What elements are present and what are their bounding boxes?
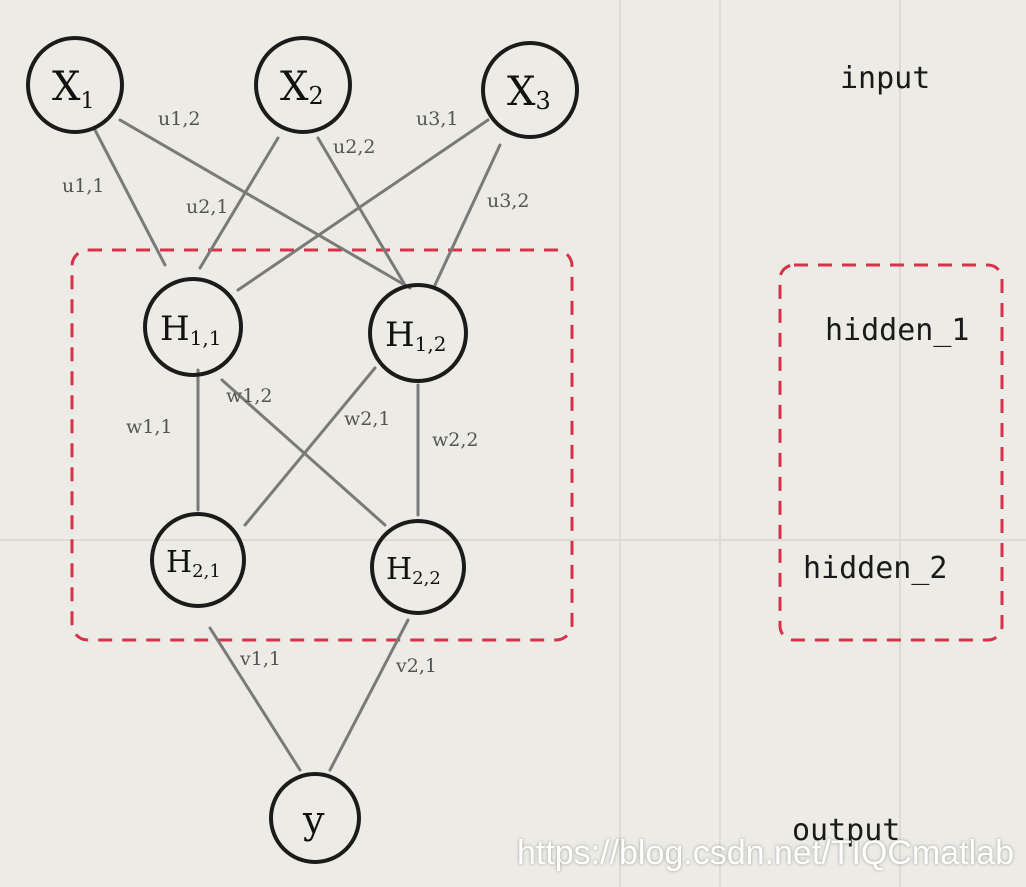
node-h12 [368, 283, 468, 383]
edge-x3-h11 [236, 118, 490, 292]
edge-x2-h12 [316, 136, 407, 287]
node-x3 [481, 41, 579, 139]
layer-label-hidden-1: hidden_1 [825, 313, 970, 348]
weight-w12: w1,2 [226, 385, 272, 407]
weight-u11: u1,1 [62, 175, 104, 197]
node-x2-label: X2 [280, 64, 324, 110]
node-x1 [26, 36, 124, 134]
edge-h12-h21 [243, 366, 377, 527]
node-h12-label: H1,2 [385, 315, 446, 356]
node-y-label: y [302, 798, 325, 842]
nodes [26, 36, 579, 864]
watermark-url: https://blog.csdn.net/TIQCmatlab [516, 834, 1014, 872]
layer-label-hidden-2: hidden_2 [803, 551, 948, 586]
weight-v21: v2,1 [395, 655, 437, 677]
node-h11 [143, 277, 243, 377]
weight-w21: w2,1 [344, 408, 390, 430]
hidden-layers-box [70, 248, 574, 642]
node-h21 [150, 512, 246, 608]
weight-u12: u1,2 [158, 108, 200, 130]
edge-x2-h11 [198, 136, 280, 270]
edge-h21-y [208, 626, 302, 772]
node-x3-label: X3 [507, 69, 551, 115]
layer-label-output: output [792, 813, 900, 848]
weight-w22: w2,2 [432, 429, 478, 451]
weight-u32: u3,2 [487, 190, 529, 212]
weight-w11: w1,1 [126, 416, 172, 438]
edge-x3-h12 [433, 143, 502, 287]
node-x1-label: X1 [52, 64, 94, 114]
node-h22-label: H2,2 [386, 552, 441, 589]
edge-x1-h12 [118, 118, 412, 290]
edges [93, 118, 502, 772]
node-y [269, 772, 361, 864]
node-h22 [370, 519, 466, 615]
weight-u22: u2,2 [333, 136, 375, 158]
node-h11-label: H1,1 [160, 309, 221, 350]
edge-h22-y [328, 618, 410, 772]
node-h21-label: H2,1 [166, 545, 221, 582]
layer-label-input: input [840, 61, 930, 96]
node-x2 [254, 36, 352, 134]
legend-hidden-box [778, 263, 1004, 642]
weight-u31: u3,1 [416, 108, 458, 130]
weight-u21: u2,1 [186, 196, 228, 218]
edge-x1-h11 [93, 128, 167, 267]
weight-v11: v1,1 [239, 648, 281, 670]
